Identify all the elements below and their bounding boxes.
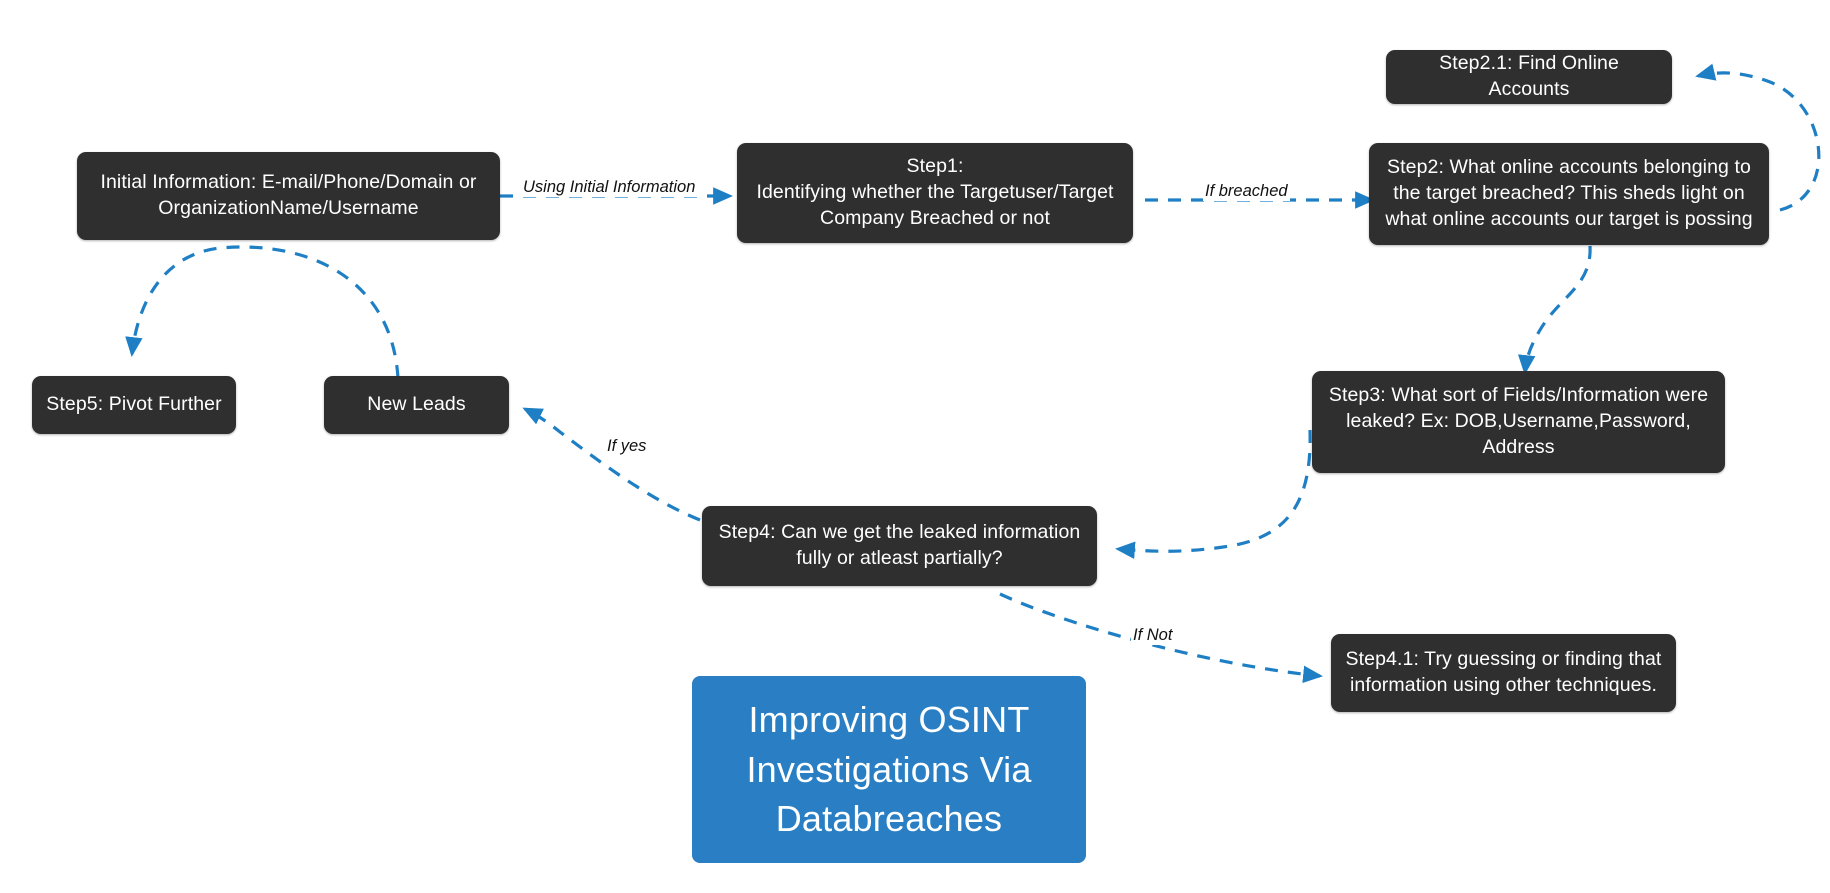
node-step3[interactable]: Step3: What sort of Fields/Information w… xyxy=(1312,371,1725,473)
edge-step3-to-step4 xyxy=(1115,429,1312,559)
edge-new-leads-to-step5 xyxy=(125,245,400,379)
edge-label-if-not: If Not xyxy=(1131,626,1175,645)
node-new-leads[interactable]: New Leads xyxy=(324,376,509,434)
node-step4[interactable]: Step4: Can we get the leaked information… xyxy=(702,506,1097,586)
diagram-title-card: Improving OSINT Investigations Via Datab… xyxy=(692,676,1086,863)
node-step4-1[interactable]: Step4.1: Try guessing or finding that in… xyxy=(1331,634,1676,712)
node-initial-information[interactable]: Initial Information: E-mail/Phone/Domain… xyxy=(77,152,500,240)
edge-step4-to-new-leads xyxy=(522,407,701,522)
edge-step2-to-step3 xyxy=(1517,245,1592,375)
edge-label-if-breached: If breached xyxy=(1203,182,1290,201)
node-step5[interactable]: Step5: Pivot Further xyxy=(32,376,236,434)
edge-label-using-initial-information: Using Initial Information xyxy=(521,178,698,197)
edge-label-if-yes: If yes xyxy=(605,437,649,456)
node-step2-1[interactable]: Step2.1: Find Online Accounts xyxy=(1386,50,1672,104)
node-step1[interactable]: Step1: Identifying whether the Targetuse… xyxy=(737,143,1133,243)
node-step2[interactable]: Step2: What online accounts belonging to… xyxy=(1369,143,1769,245)
